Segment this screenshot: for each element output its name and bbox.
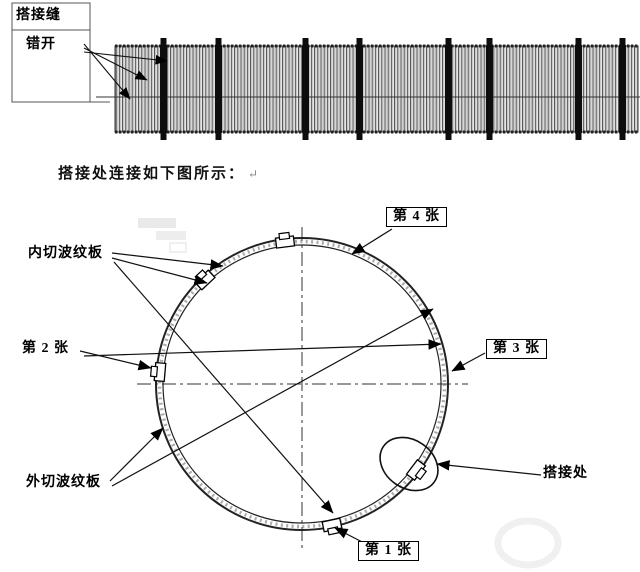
joint-left: [149, 361, 167, 383]
seam-leader-arrows: [83, 43, 168, 100]
joint-lower-right: [405, 458, 428, 482]
seam-bands: [160, 38, 626, 140]
label-outer-plate: 外切波纹板: [26, 475, 101, 490]
label-sheet4: 第 4 张: [386, 207, 447, 228]
joint-bottom: [321, 517, 343, 536]
joint-upper-left: [194, 269, 216, 291]
watermark-smudge: [138, 218, 562, 569]
label-inner-plate: 内切波纹板: [28, 246, 103, 261]
label-seam-line2: 错开: [26, 37, 56, 52]
return-mark-icon: ↵: [248, 167, 259, 181]
corrugated-pipe-elevation: [96, 38, 640, 140]
ring-corrugation-texture: [157, 239, 447, 529]
cross-section-circle: [137, 227, 468, 552]
label-overlap: 搭接处: [543, 466, 588, 481]
caption-text: 搭接处连接如下图所示：: [58, 166, 246, 182]
label-leader-arrows: [79, 228, 542, 547]
joint-top: [274, 231, 296, 249]
caption: 搭接处连接如下图所示：↵: [58, 162, 258, 183]
label-sheet3: 第 3 张: [486, 339, 547, 360]
label-sheet2: 第 2 张: [22, 341, 69, 356]
label-sheet1: 第 1 张: [358, 541, 419, 562]
overlap-ellipse: [379, 436, 439, 492]
label-seam-line1: 搭接缝: [16, 8, 61, 23]
